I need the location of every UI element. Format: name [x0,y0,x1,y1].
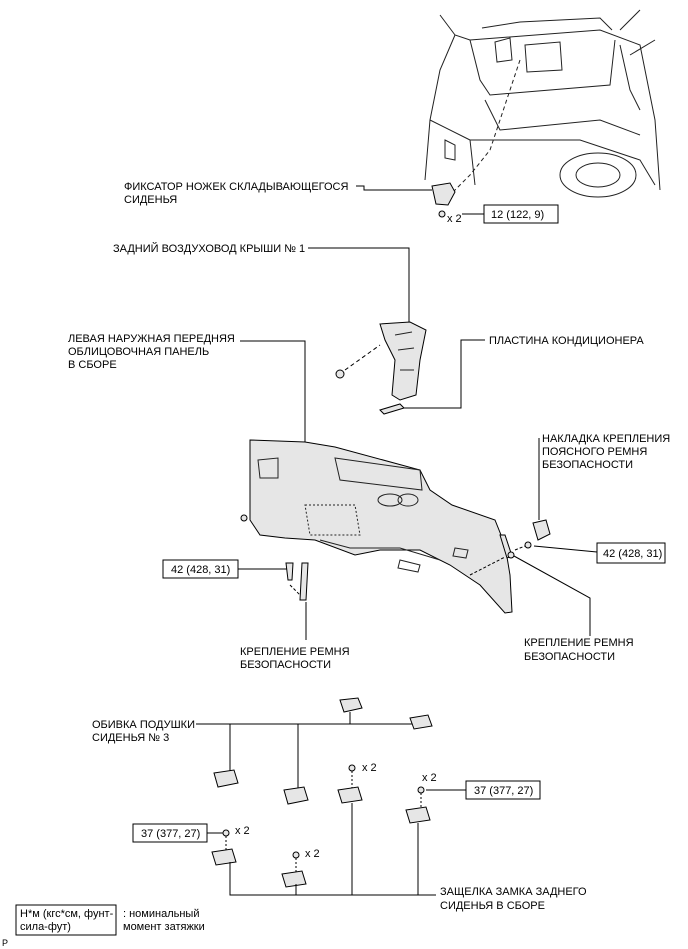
torque-box [596,542,666,564]
callout-belt-anchor-left-line2: БЕЗОПАСНОСТИ [240,659,331,671]
callout-belt-cover-line3: БЕЗОПАСНОСТИ [542,459,633,471]
torque-box [465,780,541,800]
legend-unit-line2: сила-фут) [20,921,71,933]
torque-value: 12 (122, 9) [491,209,544,221]
callout-belt-anchor-right-line1: КРЕПЛЕНИЕ РЕМНЯ [524,637,634,649]
leg-retainer-part [431,182,456,206]
leader-line [533,545,598,553]
callout-seat-latch-line2: СИДЕНЬЯ В СБОРЕ [440,900,545,912]
callout-roof-air-duct: ЗАДНИЙ ВОЗДУХОВОД КРЫШИ № 1 [113,242,305,255]
callout-trim-panel-line1: ЛЕВАЯ НАРУЖНАЯ ПЕРЕДНЯЯ [68,333,235,345]
legend-meaning-line1: : номинальный [123,908,199,920]
torque-value: 42 (428, 31) [171,564,230,576]
bolt-icon [348,764,356,772]
quantity-label: x 2 [422,772,437,784]
bolt-icon [417,786,425,794]
legend-meaning-line2: момент затяжки [123,921,205,933]
quantity-label: x 2 [447,213,462,225]
air-duct-part [379,321,427,401]
clip-icon [240,514,248,522]
callout-trim-panel-line2: ОБЛИЦОВОЧНАЯ ПАНЕЛЬ [68,346,209,358]
callout-leg-retainer-line2: СИДЕНЬЯ [124,194,177,206]
belt-cover-part [532,519,551,541]
callout-belt-anchor-left-line1: КРЕПЛЕНИЕ РЕМНЯ [240,646,350,658]
callout-leg-retainer-line1: ФИКСАТОР НОЖЕК СКЛАДЫВАЮЩЕГОСЯ [124,181,348,193]
torque-value: 37 (377, 27) [141,828,200,840]
torque-value: 42 (428, 31) [603,548,662,560]
torque-box [483,204,559,224]
ac-plate-part [379,403,405,415]
callout-belt-cover-line1: НАКЛАДКА КРЕПЛЕНИЯ [542,433,670,445]
callout-cushion-trim-line2: СИДЕНЬЯ № 3 [92,732,169,744]
bolt-icon [222,829,230,837]
legend-unit-line1: Н*м (кгс*см, фунт- [20,908,114,920]
belt-anchor-part [299,562,309,601]
latch-part [405,806,431,824]
latch-part [281,870,307,888]
callout-ac-plate: ПЛАСТИНА КОНДИЦИОНЕРА [489,335,644,347]
quantity-label: x 2 [362,762,377,774]
callout-seat-latch-line1: ЗАЩЕЛКА ЗАМКА ЗАДНЕГО [440,886,587,898]
latch-part [211,848,237,866]
leader-line [356,185,432,191]
callout-belt-anchor-right-line2: БЕЗОПАСНОСТИ [524,651,615,663]
bolt-icon [507,551,515,559]
callout-belt-cover-line2: ПОЯСНОГО РЕМНЯ [542,446,647,458]
latch-part [337,786,363,804]
bolt-icon [524,541,532,549]
clip-icon [335,369,345,379]
leader-line [513,555,591,636]
vehicle-interior-illustration [424,9,661,201]
bolt-icon [292,851,300,859]
bolt-icon [285,562,294,581]
leader-line [229,823,419,896]
quantity-label: x 2 [235,825,250,837]
cushion-clip-part [283,786,309,805]
cushion-clip-part [339,697,363,713]
bolt-icon [438,210,446,218]
callout-trim-panel-line3: В СБОРЕ [68,359,117,371]
legend-box [15,904,117,936]
cushion-clip-part [213,769,239,788]
leader-line [240,340,306,442]
quantity-label: x 2 [305,848,320,860]
corner-mark: P [2,938,8,948]
trim-panel-part [249,439,513,614]
callout-cushion-trim-line1: ОБИВКА ПОДУШКИ [92,719,195,731]
leader-line [308,247,410,326]
leader-line [404,339,485,409]
torque-value: 37 (377, 27) [474,785,533,797]
cushion-clip-part [409,714,433,730]
